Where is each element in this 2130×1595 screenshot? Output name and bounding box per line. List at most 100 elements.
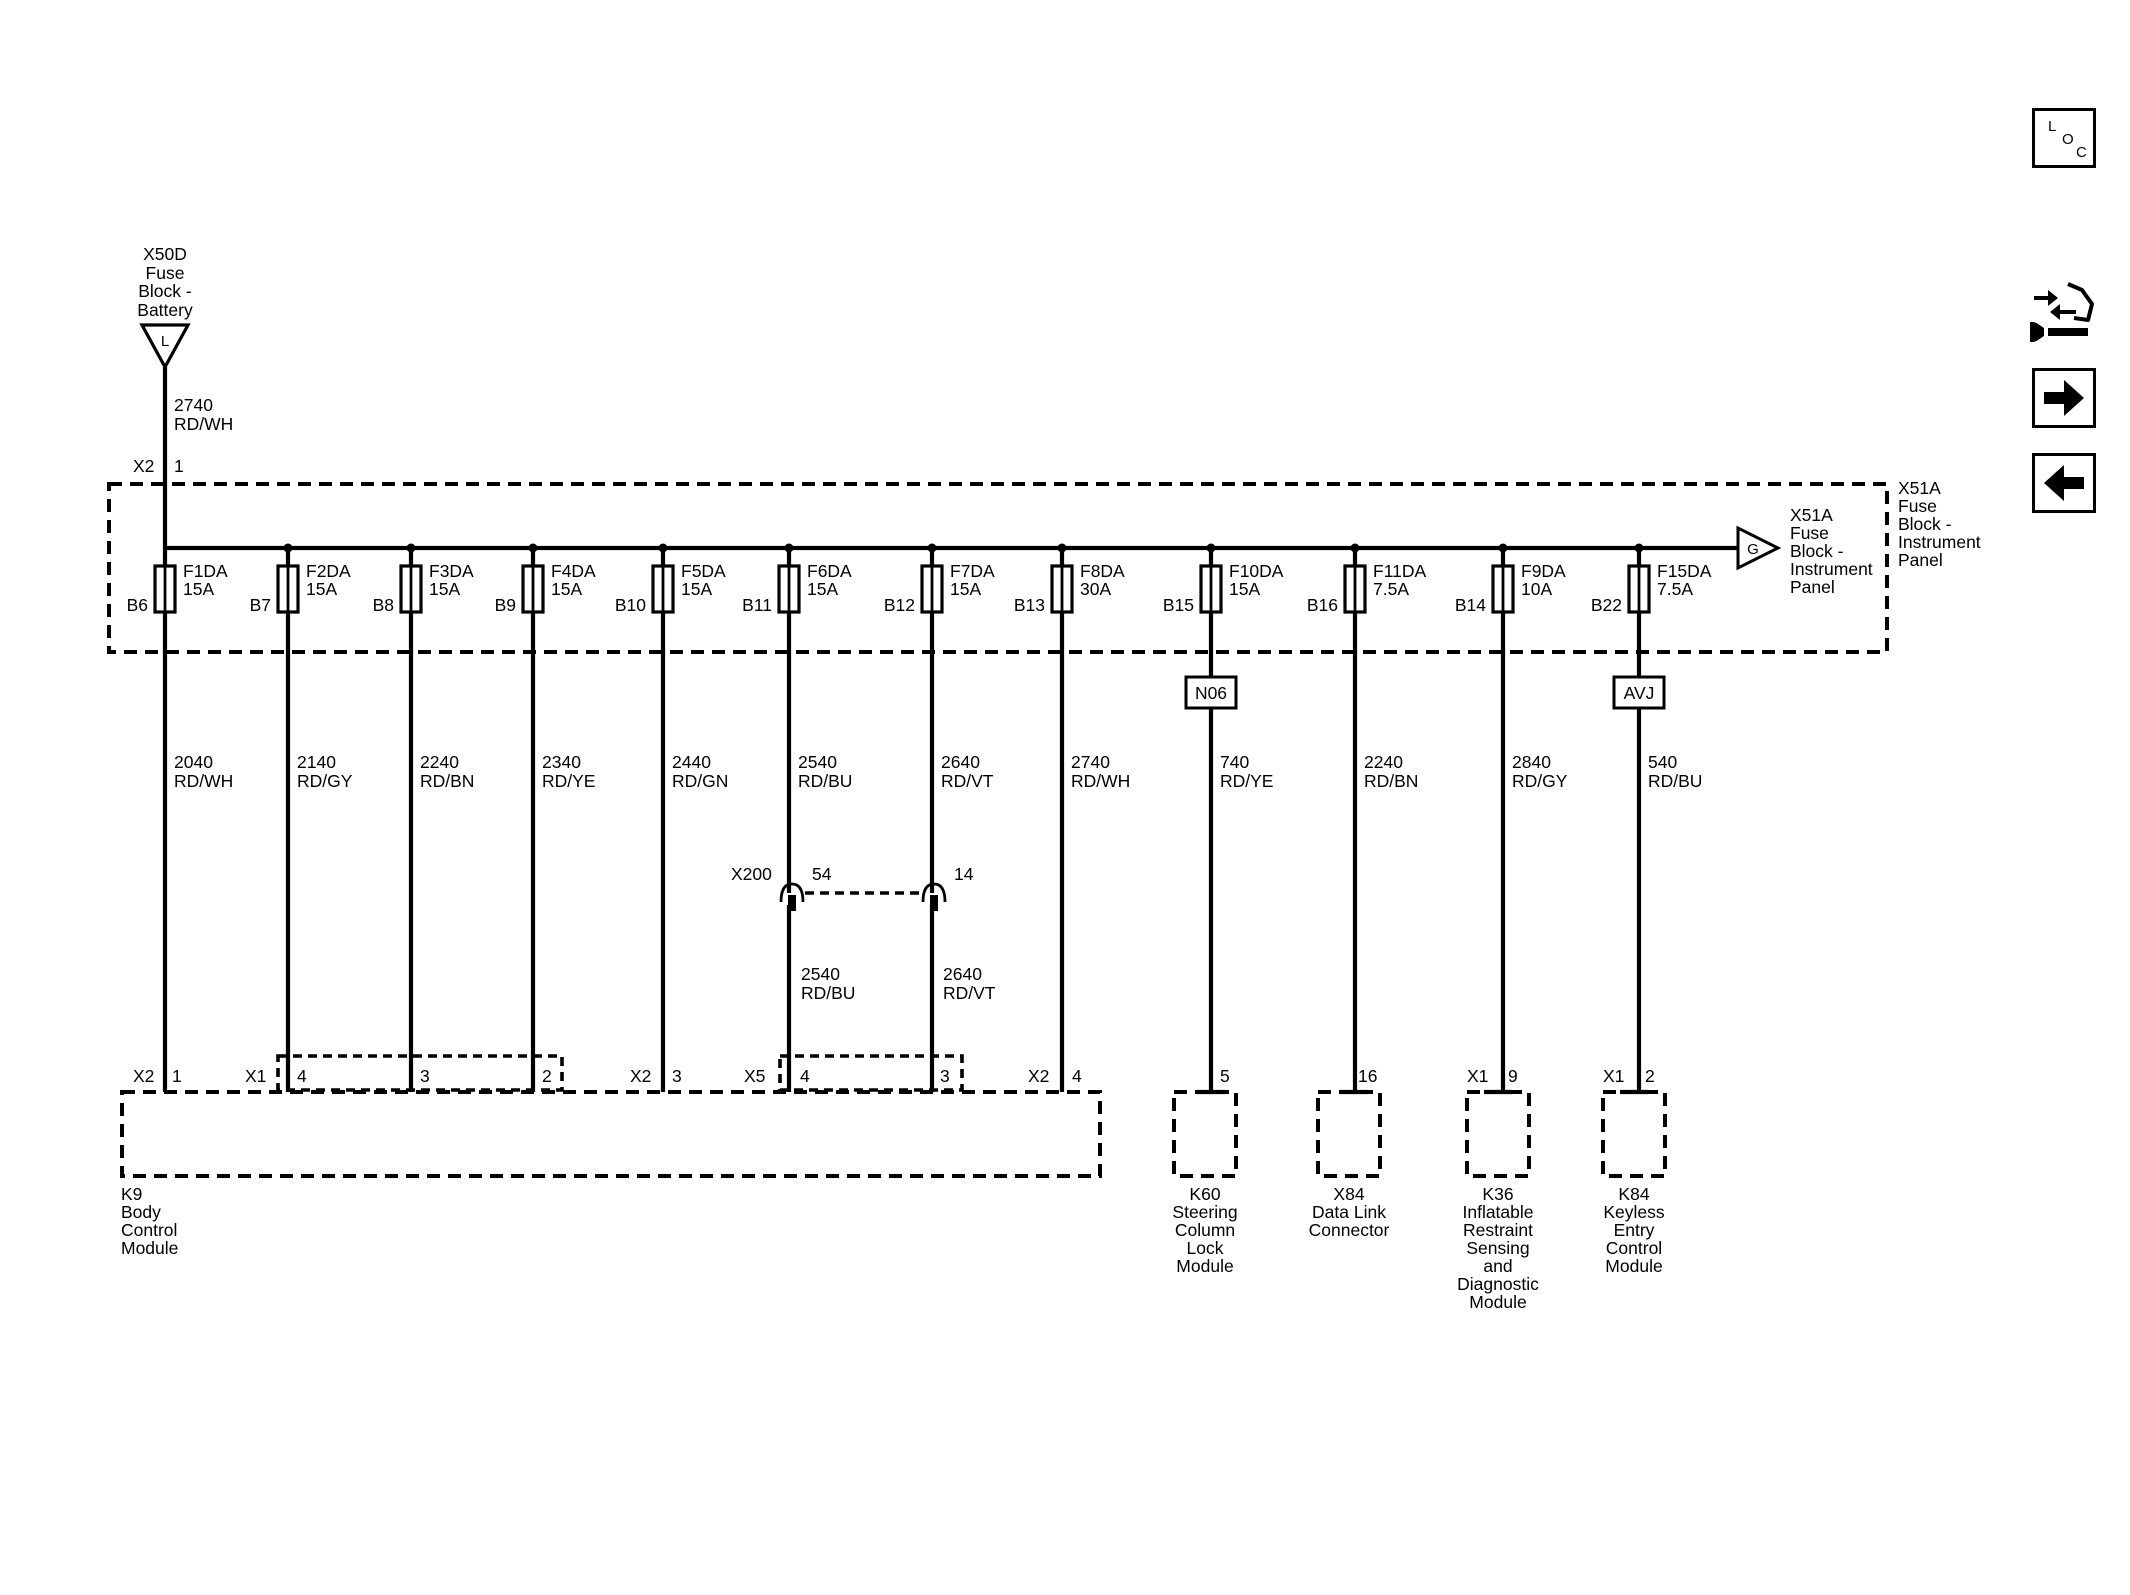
wire-circuit: 2440 — [672, 752, 711, 772]
source-pin: 1 — [174, 456, 184, 476]
module-k84-label-5: Module — [1605, 1256, 1662, 1276]
fuse-pin: B14 — [1455, 595, 1486, 615]
fuse-name: F2DA — [306, 561, 351, 581]
wire-circuit: 2240 — [420, 752, 459, 772]
module-k36: X1 9 K36 Inflatable Restraint Sensing an… — [1457, 1066, 1539, 1312]
module-k36-label-7: Module — [1469, 1292, 1526, 1312]
fuse-pin: B10 — [615, 595, 646, 615]
fuse-block-bus-label-1: X51A — [1790, 505, 1833, 525]
source-connector: X2 — [133, 456, 154, 476]
loc-letter-o: O — [2062, 131, 2074, 148]
loc-letter-l: L — [2048, 118, 2057, 135]
fuse-rating: 10A — [1521, 579, 1552, 599]
module-k36-conn: X1 — [1467, 1066, 1488, 1086]
fuse-rating: 15A — [429, 579, 460, 599]
bcm-pin-2-conn: X1 — [245, 1066, 266, 1086]
fuse-block-bus-label-4: Instrument — [1790, 559, 1873, 579]
fuse-block-label-3: Block - — [1898, 514, 1952, 534]
loc-letter-c: C — [2076, 144, 2087, 161]
arrow-right-icon — [2044, 380, 2084, 416]
module-k9: X2 1 X1 4 3 2 X2 3 X5 4 3 X2 4 K9 Body C… — [120, 1054, 1102, 1258]
fuse-rating: 15A — [551, 579, 582, 599]
next-button[interactable] — [2032, 368, 2096, 428]
module-k36-label-5: and — [1483, 1256, 1512, 1276]
fuse-rating: 15A — [950, 579, 981, 599]
source-label-line-2: Fuse — [146, 263, 185, 283]
fuse-rating: 15A — [681, 579, 712, 599]
fuse-rating: 7.5A — [1373, 579, 1409, 599]
fuse-block-bus-label-3: Block - — [1790, 541, 1844, 561]
module-k9-x5-connector — [778, 1054, 964, 1092]
wire-color: RD/BN — [420, 771, 474, 791]
fuse-block-outline — [107, 482, 1889, 654]
fuse-pin: B6 — [127, 595, 148, 615]
bcm-pin-7-pin: 3 — [940, 1066, 950, 1086]
previous-button[interactable] — [2032, 453, 2096, 513]
fuse-pin: B16 — [1307, 595, 1338, 615]
module-k9-label-4: Module — [121, 1238, 178, 1258]
fuse-pin: B15 — [1163, 595, 1194, 615]
wire-color: RD/VT — [941, 771, 994, 791]
module-k84-conn: X1 — [1603, 1066, 1624, 1086]
fuse-rating: 30A — [1080, 579, 1111, 599]
module-k36-label-4: Sensing — [1466, 1238, 1529, 1258]
source-wire-circuit: 2740 — [174, 395, 213, 415]
module-k36-label-1: K36 — [1482, 1184, 1513, 1204]
wire-circuit: 540 — [1648, 752, 1677, 772]
fuse-block-bus-terminal-letter: G — [1747, 541, 1759, 558]
fuse-rating: 15A — [183, 579, 214, 599]
inline-connector-pin-b: 14 — [954, 864, 974, 884]
module-x84-outline — [1316, 1090, 1382, 1178]
connector-wrench-icon[interactable] — [2022, 278, 2100, 344]
wire-circuit: 2340 — [542, 752, 581, 772]
fuse-name: F10DA — [1229, 561, 1284, 581]
fuse-rating: 15A — [807, 579, 838, 599]
inline-connector-female-b — [921, 882, 947, 903]
inline-connector-x200: X200 54 14 2540 RD/BU 2640 RD/VT — [731, 864, 996, 1003]
fuse-name: F6DA — [807, 561, 852, 581]
wire-color: RD/GN — [672, 771, 728, 791]
module-k84-outline — [1601, 1090, 1667, 1178]
module-k9-outline — [120, 1090, 1102, 1178]
module-k9-x1-connector — [276, 1054, 564, 1092]
wire-circuit: 2840 — [1512, 752, 1551, 772]
fuse-name: F5DA — [681, 561, 726, 581]
fuse-rating: 15A — [1229, 579, 1260, 599]
fuse-name: F9DA — [1521, 561, 1566, 581]
fuse-name: F7DA — [950, 561, 995, 581]
bcm-pin-6-pin: 4 — [800, 1066, 810, 1086]
fuse-pin: B13 — [1014, 595, 1045, 615]
arrow-left-icon — [2044, 465, 2084, 501]
fuse-pin: B8 — [373, 595, 394, 615]
module-k9-label-1: K9 — [121, 1184, 142, 1204]
source-label-line-3: Block - — [138, 281, 192, 301]
fuse-block-label-2: Fuse — [1898, 496, 1937, 516]
lower-wire-a-circuit: 2540 — [801, 964, 840, 984]
inline-connector-female-a — [779, 882, 805, 903]
module-k9-label-2: Body — [121, 1202, 161, 1222]
wire-circuit: 2040 — [174, 752, 213, 772]
fuse-block-bus-terminal — [1736, 525, 1782, 571]
bcm-pin-5-pin: 3 — [672, 1066, 682, 1086]
lower-wire-a-color: RD/BU — [801, 983, 855, 1003]
bcm-pin-8-conn: X2 — [1028, 1066, 1049, 1086]
option-n06-label: N06 — [1195, 683, 1227, 703]
option-avj-label: AVJ — [1624, 683, 1655, 703]
source-label-line-4: Battery — [137, 300, 193, 320]
loc-button[interactable]: L O C — [2032, 108, 2096, 168]
source-terminal-triangle — [139, 323, 191, 371]
module-k84-label-3: Entry — [1614, 1220, 1655, 1240]
fuse-block-label-5: Panel — [1898, 550, 1943, 570]
module-k60-label-4: Lock — [1187, 1238, 1224, 1258]
wire-color: RD/BU — [798, 771, 852, 791]
module-x84-label-1: X84 — [1333, 1184, 1364, 1204]
option-n06-box — [1184, 675, 1238, 710]
bcm-pin-5-conn: X2 — [630, 1066, 651, 1086]
module-k36-label-6: Diagnostic — [1457, 1274, 1539, 1294]
fuse-name: F4DA — [551, 561, 596, 581]
fuse-name: F3DA — [429, 561, 474, 581]
